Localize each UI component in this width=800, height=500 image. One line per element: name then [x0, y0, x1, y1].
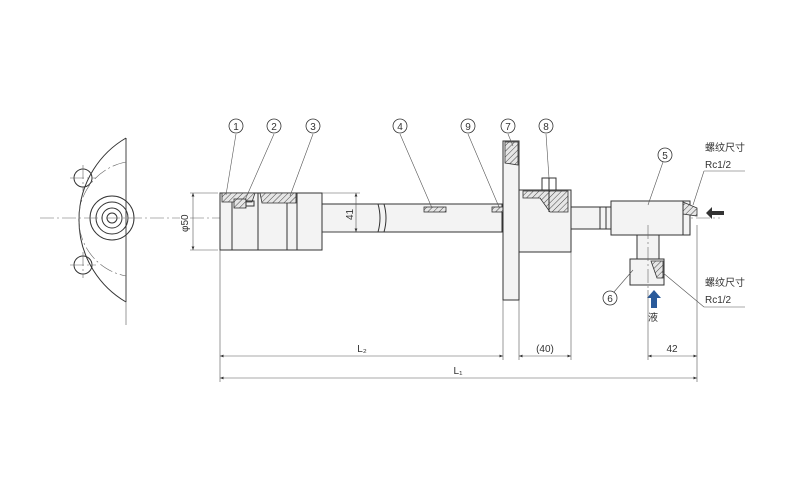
main-assembly — [190, 140, 720, 301]
orifice-section — [233, 198, 247, 209]
callout-8 — [538, 118, 554, 134]
callout-1 — [228, 118, 244, 134]
callout-5-label: 5 — [662, 151, 668, 162]
tee-body — [610, 200, 691, 236]
callouts: 1 2 3 4 9 7 8 5 6 — [225, 118, 673, 306]
liquid-label: 液 — [648, 311, 658, 324]
flow-arrows: 液 — [647, 207, 724, 324]
callout-9 — [460, 118, 476, 134]
thread-size-label-top: 螺纹尺寸 — [705, 141, 745, 154]
dim-l1: L₁ — [454, 366, 464, 377]
callout-4-label: 4 — [397, 122, 403, 133]
dim-l2: L₂ — [357, 344, 367, 355]
dim-phi50: φ50 — [180, 214, 191, 232]
air-inlet-arrow — [706, 207, 724, 219]
callout-5 — [657, 147, 673, 163]
callout-9-label: 9 — [465, 122, 471, 133]
callout-7-label: 7 — [505, 122, 511, 133]
callout-2 — [266, 118, 282, 134]
callout-6-label: 6 — [607, 294, 613, 305]
callout-4 — [392, 118, 408, 134]
thread-value-top: Rc1/2 — [705, 160, 732, 171]
thread-labels: 螺纹尺寸 Rc1/2 螺纹尺寸 Rc1/2 — [661, 141, 745, 308]
dim-42: 42 — [666, 344, 678, 355]
callout-6 — [602, 290, 618, 306]
flange-end-view — [40, 137, 180, 325]
thread-size-label-bottom: 螺纹尺寸 — [705, 276, 745, 289]
liquid-inlet-arrow — [647, 290, 661, 308]
callout-1-label: 1 — [233, 122, 239, 133]
dimensions: φ50 41 L₂ (40) 42 L₁ — [180, 192, 698, 382]
thread-value-bottom: Rc1/2 — [705, 295, 732, 306]
callout-2-label: 2 — [271, 122, 277, 133]
callout-3 — [305, 118, 321, 134]
dim-41: 41 — [345, 208, 356, 220]
callout-7 — [500, 118, 516, 134]
tip-section — [221, 192, 256, 203]
swirl-section — [259, 192, 297, 204]
dim-40: (40) — [536, 344, 554, 355]
callout-8-label: 8 — [543, 122, 549, 133]
lance-pipe — [321, 203, 503, 233]
callout-3-label: 3 — [310, 122, 316, 133]
